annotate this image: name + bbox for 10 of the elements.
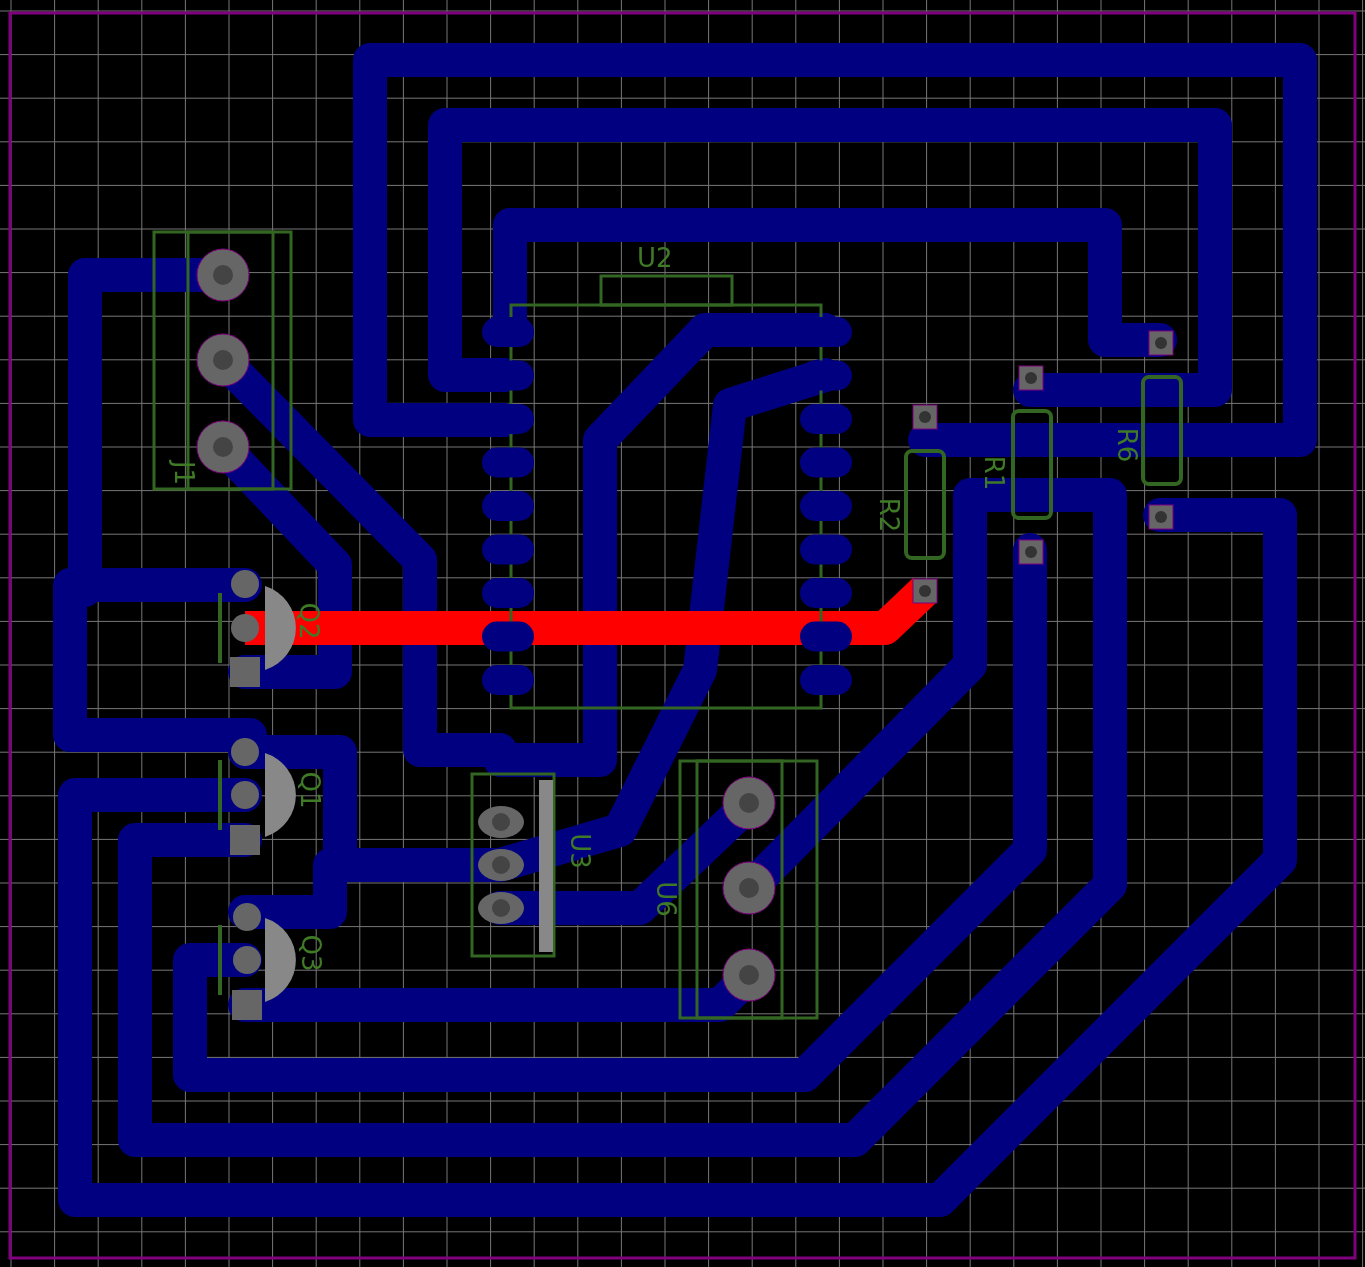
designator-label: J1 [171,460,198,486]
designator-label: Q2 [295,602,322,640]
designator-label: U2 [637,245,673,271]
designator-label: Q3 [297,934,324,972]
designator-label: R2 [876,497,903,533]
designator-label: U6 [652,881,679,917]
designator-label: Q1 [296,771,323,809]
designator-label: U3 [566,833,593,869]
designator-label: R1 [981,455,1008,491]
designator-label: R6 [1114,427,1141,463]
